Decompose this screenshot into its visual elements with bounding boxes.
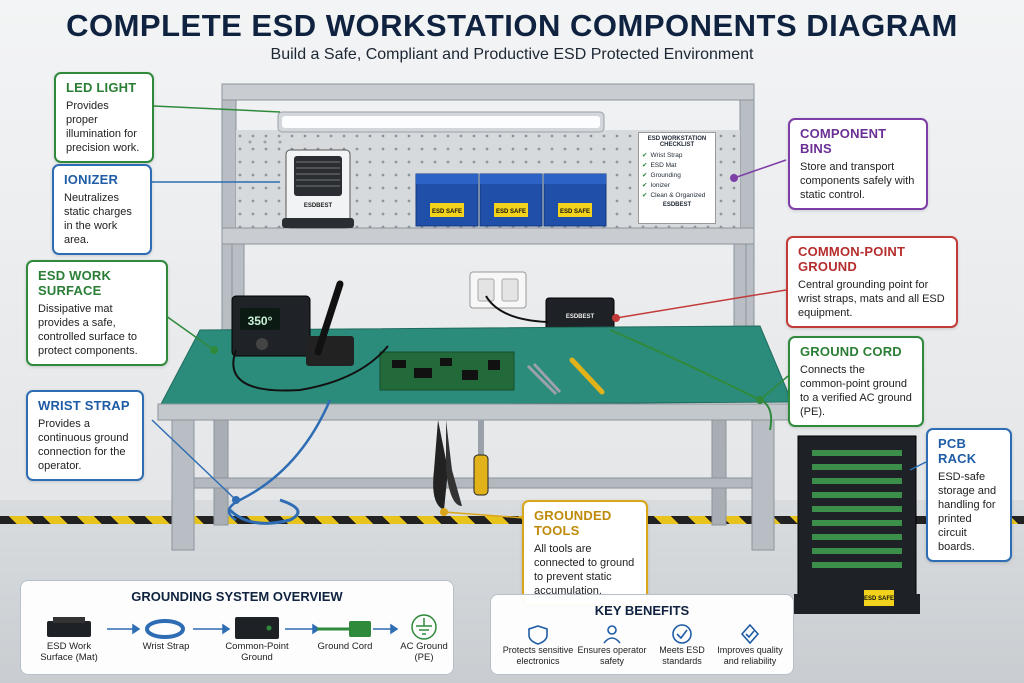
- overview-label: Common-Point Ground: [225, 641, 289, 663]
- callout-title: GROUND CORD: [800, 344, 902, 359]
- callout-text: Provides a continuous ground connection …: [38, 418, 129, 472]
- callout-title: LED LIGHT: [66, 80, 137, 95]
- callout-text: Neutralizes static charges in the work a…: [64, 192, 132, 246]
- checklist-item: Grounding: [642, 171, 712, 179]
- callout-text: Provides proper illumination for precisi…: [66, 100, 140, 154]
- callout-common-point-ground: COMMON-POINT GROUND Central grounding po…: [786, 236, 958, 328]
- page-subtitle: Build a Safe, Compliant and Productive E…: [270, 46, 754, 63]
- callout-title: COMPONENT BINS: [800, 126, 887, 156]
- overview-label: Ground Cord: [317, 641, 373, 652]
- benefit-item: Protects sensitive electronics: [497, 623, 579, 666]
- page-title: COMPLETE ESD WORKSTATION COMPONENTS DIAG…: [66, 8, 958, 43]
- callout-title: WRIST STRAP: [38, 398, 130, 413]
- overview-item-ac-ground: AC Ground (PE): [395, 613, 453, 663]
- ground-box-icon: [235, 617, 279, 639]
- grounding-system-overview-panel: GROUNDING SYSTEM OVERVIEW ESD Work Surfa…: [20, 580, 454, 675]
- mat-icon: [47, 617, 91, 637]
- overview-label: Wrist Strap: [142, 641, 190, 652]
- operator-icon: [603, 625, 621, 644]
- checklist-item: ESD Mat: [642, 161, 712, 169]
- callout-text: ESD-safe storage and handling for printe…: [938, 471, 997, 553]
- callout-ground-cord: GROUND CORD Connects the common-point gr…: [788, 336, 924, 427]
- benefit-label: Ensures operator safety: [577, 645, 647, 666]
- station-display: 350°: [248, 314, 273, 328]
- callout-title: ESD WORK SURFACE: [38, 268, 112, 298]
- callout-title: COMMON-POINT GROUND: [798, 244, 906, 274]
- callout-wrist-strap: WRIST STRAP Provides a continuous ground…: [26, 390, 144, 481]
- key-benefits-panel: KEY BENEFITS Protects sensitive electron…: [490, 594, 794, 675]
- benefit-label: Meets ESD standards: [659, 645, 705, 666]
- quality-icon: [740, 623, 760, 645]
- benefit-label: Protects sensitive electronics: [502, 645, 574, 666]
- benefit-label: Improves quality and reliability: [717, 645, 783, 666]
- benefit-item: Improves quality and reliability: [709, 623, 791, 666]
- callout-ionizer: IONIZER Neutralizes static charges in th…: [52, 164, 152, 255]
- callout-text: Connects the common-point ground to a ve…: [800, 364, 912, 418]
- esd-checklist-card: ESD WORKSTATION CHECKLIST Wrist Strap ES…: [638, 132, 716, 224]
- overview-item-common-point-ground: Common-Point Ground: [225, 613, 289, 663]
- overview-item-wrist-strap: Wrist Strap: [135, 613, 197, 652]
- callout-text: Dissipative mat provides a safe, control…: [38, 303, 138, 357]
- callout-pcb-rack: PCB RACK ESD-safe storage and handling f…: [926, 428, 1012, 562]
- earth-ground-icon: [411, 614, 437, 640]
- benefit-item: Meets ESD standards: [641, 623, 723, 666]
- callout-text: Store and transport components safely wi…: [800, 161, 915, 201]
- component-bins-group: ESD SAFE ESD SAFE ESD SAFE: [415, 173, 607, 227]
- checklist-brand: ESDBEST: [662, 202, 692, 208]
- overview-arrows: [107, 623, 399, 635]
- benefit-item: Ensures operator safety: [571, 623, 653, 666]
- ionizer-brand-label: ESDBEST: [304, 203, 333, 209]
- overview-label: AC Ground (PE): [400, 641, 448, 663]
- checklist-item: Wrist Strap: [642, 151, 712, 159]
- callout-esd-work-surface: ESD WORK SURFACE Dissipative mat provide…: [26, 260, 168, 366]
- shield-icon: [528, 625, 548, 645]
- wrist-strap-icon: [145, 619, 185, 639]
- benefits-title: KEY BENEFITS: [594, 603, 690, 618]
- checklist-item: Ionizer: [642, 181, 712, 189]
- overview-item-mat: ESD Work Surface (Mat): [31, 613, 107, 663]
- callout-text: Central grounding point for wrist straps…: [798, 279, 945, 319]
- callout-title: IONIZER: [64, 172, 119, 187]
- bin-label-1: ESD SAFE: [432, 209, 462, 215]
- callout-component-bins: COMPONENT BINS Store and transport compo…: [788, 118, 928, 210]
- callout-title: PCB RACK: [938, 436, 977, 466]
- overview-item-ground-cord: Ground Cord: [313, 613, 377, 652]
- bin-label-3: ESD SAFE: [560, 209, 590, 215]
- ground-box-brand-label: ESDBEST: [566, 314, 595, 320]
- bin-label-2: ESD SAFE: [496, 209, 526, 215]
- callout-grounded-tools: GROUNDED TOOLS All tools are connected t…: [522, 500, 648, 606]
- check-badge-icon: [672, 624, 692, 644]
- callout-text: All tools are connected to ground to pre…: [534, 543, 635, 597]
- hazard-floor-tape: [0, 516, 1024, 524]
- checklist-title: ESD WORKSTATION CHECKLIST: [647, 136, 707, 148]
- rack-label: ESD SAFE: [864, 596, 894, 602]
- callout-led-light: LED LIGHT Provides proper illumination f…: [54, 72, 154, 163]
- overview-title: GROUNDING SYSTEM OVERVIEW: [131, 589, 343, 604]
- callout-title: GROUNDED TOOLS: [534, 508, 612, 538]
- checklist-item: Clean & Organized: [642, 191, 712, 199]
- ground-cord-icon: [317, 621, 371, 637]
- overview-label: ESD Work Surface (Mat): [40, 641, 98, 663]
